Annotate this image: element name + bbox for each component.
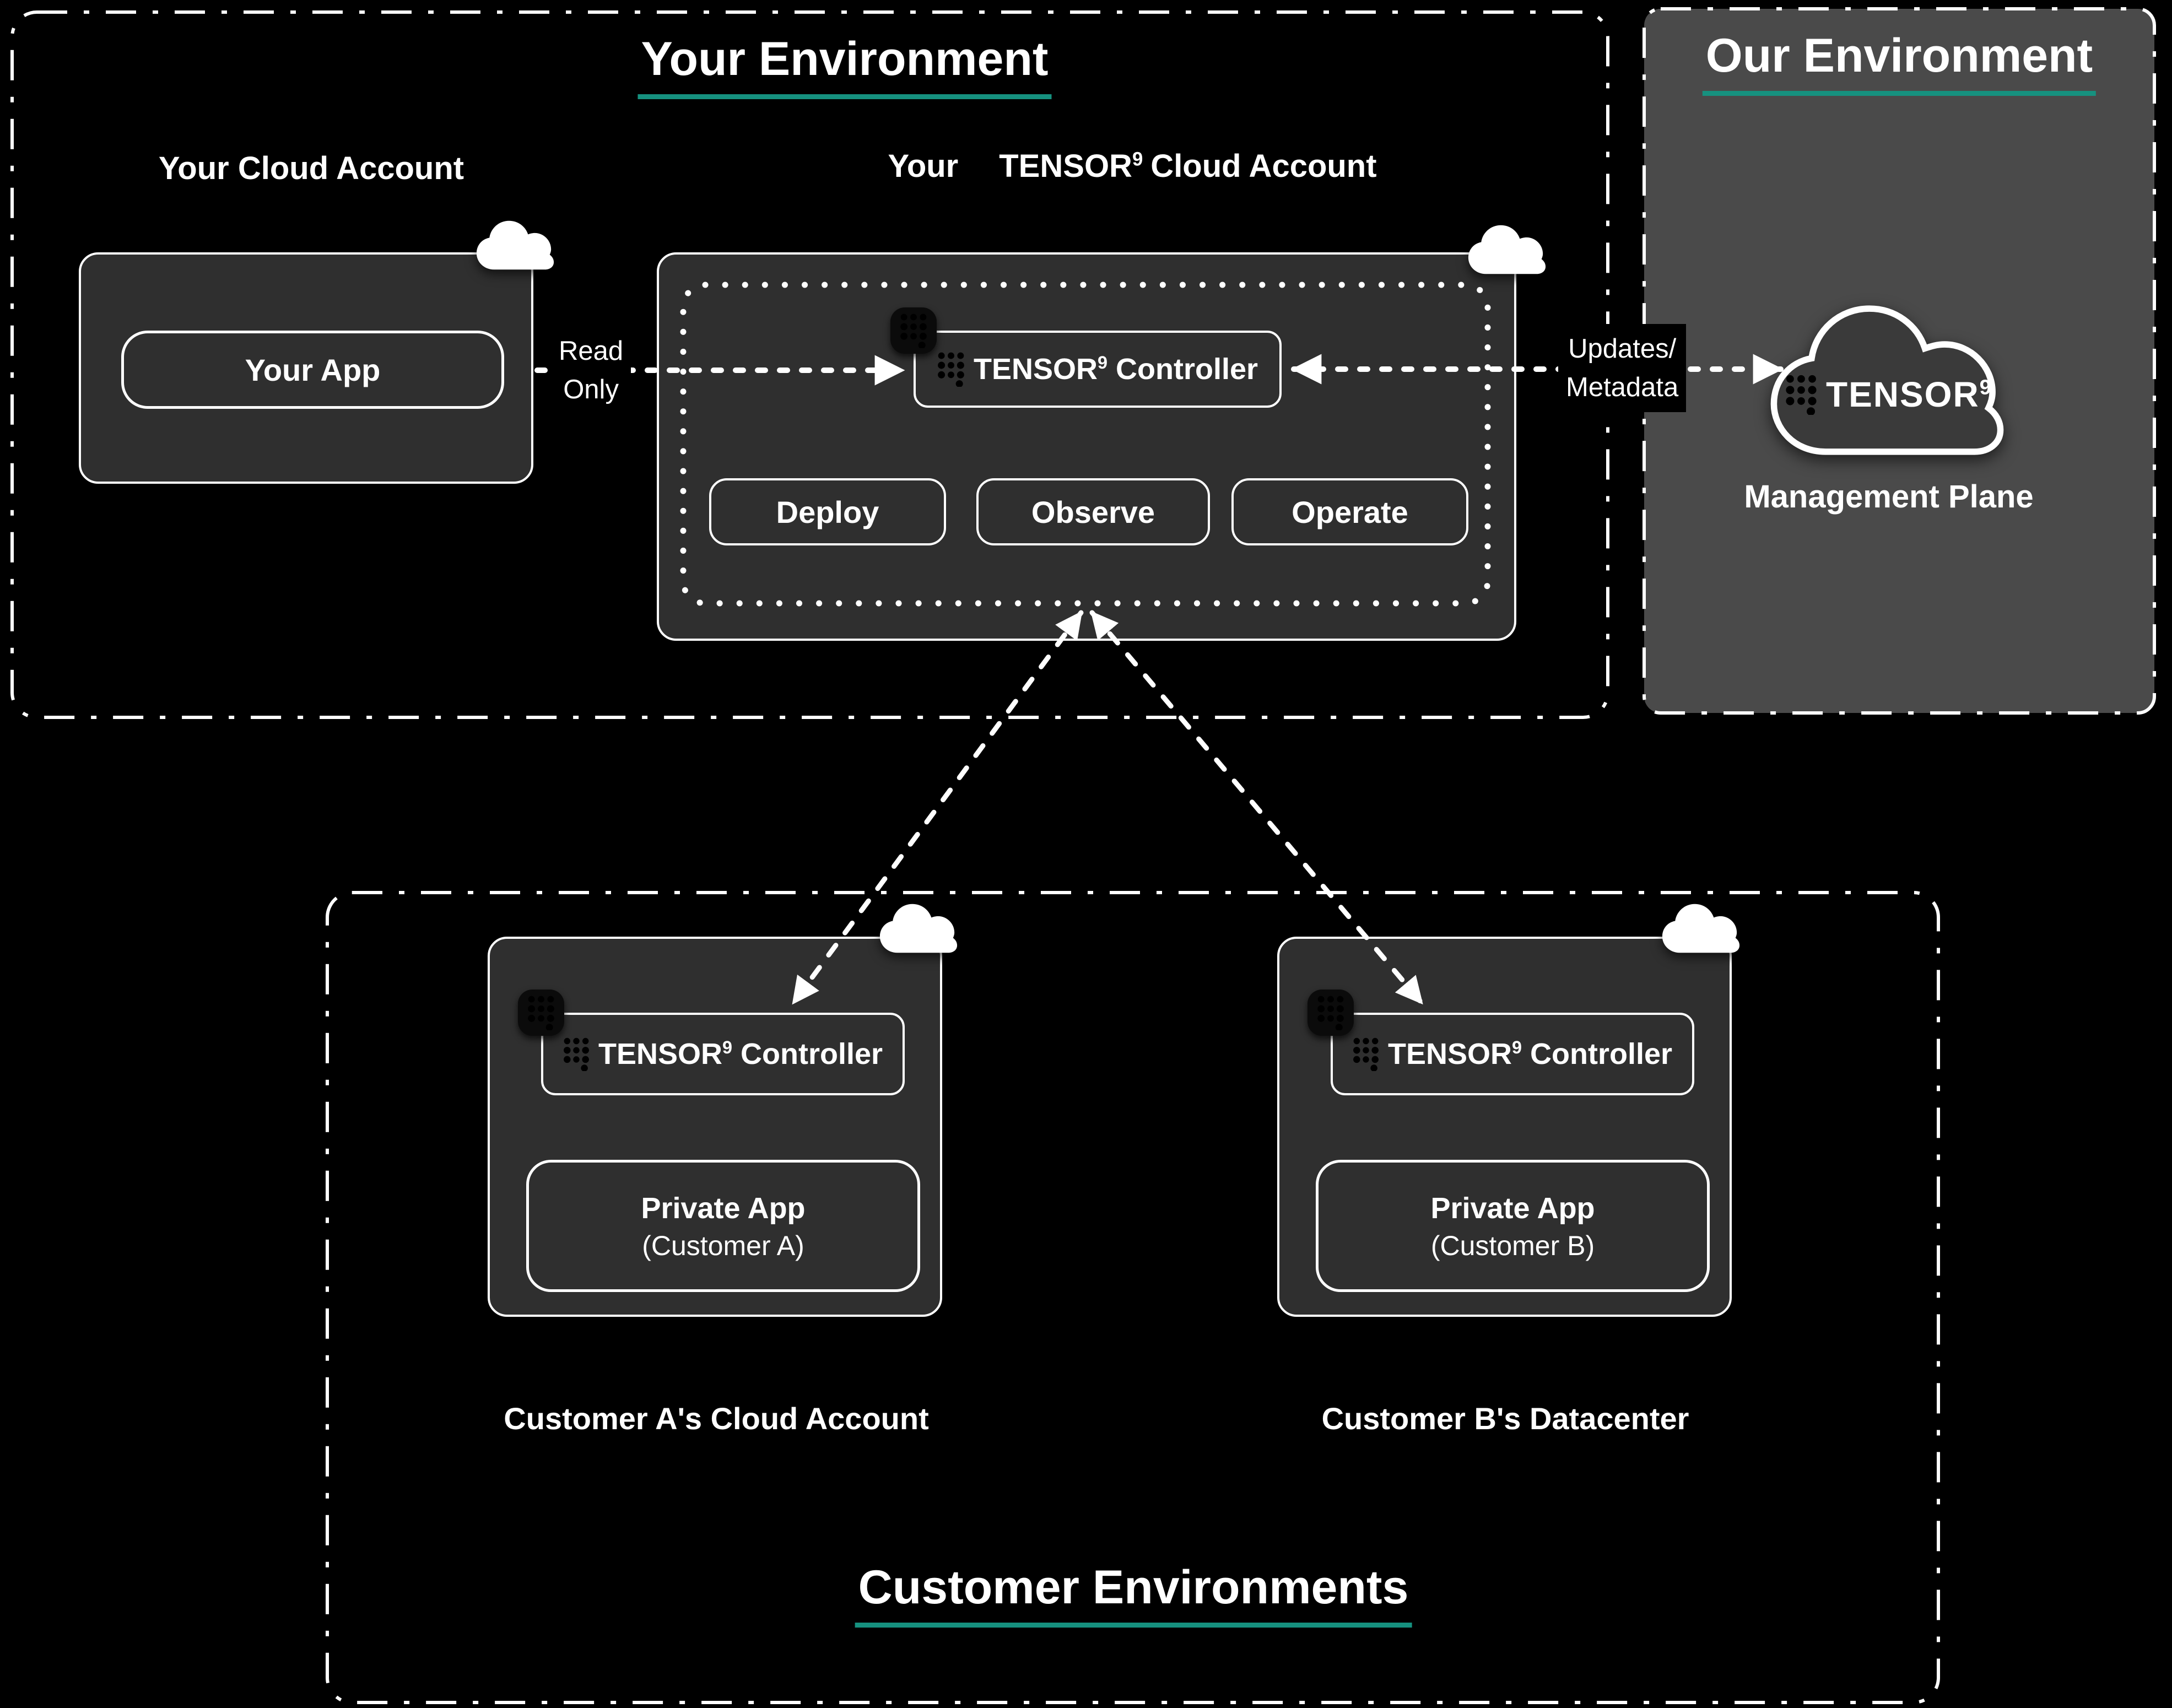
tensor9-mark-icon bbox=[966, 150, 991, 183]
tensor-controller-label: TENSOR9 Controller bbox=[598, 1037, 883, 1071]
your-app-label: Your App bbox=[245, 352, 381, 387]
management-plane-caption: Management Plane bbox=[1744, 479, 2034, 515]
tensor-controller-label: TENSOR9 Controller bbox=[973, 353, 1258, 386]
tensor9-mark-icon bbox=[1353, 1037, 1379, 1071]
operate-node: Operate bbox=[1231, 478, 1468, 545]
private-app-subtitle: (Customer B) bbox=[1430, 1230, 1595, 1261]
observe-label: Observe bbox=[1031, 494, 1155, 529]
our-environment-title: Our Environment bbox=[1702, 29, 2097, 96]
your-cloud-account-header: Your Cloud Account bbox=[158, 150, 464, 186]
tensor9-wordmark: TENSOR9 bbox=[999, 148, 1143, 184]
tensor-controller-label: TENSOR9 Controller bbox=[1387, 1037, 1673, 1071]
cloud-icon bbox=[1660, 900, 1742, 957]
tensor9-mark-icon bbox=[1785, 374, 1817, 415]
tensor-controller-box-customer-a: TENSOR9 Controller bbox=[541, 1013, 905, 1095]
management-plane-logo: TENSOR9 bbox=[1785, 374, 1992, 415]
cloud-icon bbox=[877, 900, 960, 957]
tensor-controller-box-central: TENSOR9 Controller bbox=[914, 331, 1282, 408]
deploy-label: Deploy bbox=[776, 494, 879, 529]
your-environment-title: Your Environment bbox=[637, 32, 1052, 99]
tensor9-badge-icon bbox=[518, 990, 564, 1036]
private-app-title: Private App bbox=[641, 1192, 806, 1225]
tensor9-mark-icon bbox=[563, 1037, 590, 1071]
customer-a-caption: Customer A's Cloud Account bbox=[504, 1401, 929, 1436]
tensor-cloud-account-header: Your TENSOR9 Cloud Account bbox=[888, 148, 1377, 184]
tensor9-badge-icon bbox=[1307, 990, 1354, 1036]
tensor9-mark-icon bbox=[937, 352, 965, 387]
cloud-icon bbox=[1466, 221, 1548, 278]
read-only-label: Read Only bbox=[551, 326, 631, 414]
private-app-box-customer-a: Private App (Customer A) bbox=[526, 1160, 920, 1292]
tensor-cloud-account-box bbox=[657, 252, 1516, 641]
customer-environments-title: Customer Environments bbox=[855, 1560, 1412, 1628]
customer-b-caption: Customer B's Datacenter bbox=[1321, 1401, 1689, 1436]
private-app-box-customer-b: Private App (Customer B) bbox=[1316, 1160, 1710, 1292]
private-app-subtitle: (Customer A) bbox=[642, 1230, 804, 1261]
deploy-node: Deploy bbox=[709, 478, 946, 545]
operate-label: Operate bbox=[1292, 494, 1408, 529]
private-app-title: Private App bbox=[1430, 1192, 1595, 1225]
tensor9-badge-icon bbox=[890, 307, 937, 354]
your-app-box: Your App bbox=[121, 331, 504, 409]
cloud-icon bbox=[474, 217, 556, 274]
observe-node: Observe bbox=[976, 478, 1210, 545]
updates-metadata-label: Updates/ Metadata bbox=[1558, 324, 1687, 412]
tensor9-wordmark: TENSOR9 bbox=[1825, 375, 1993, 414]
tensor-controller-box-customer-b: TENSOR9 Controller bbox=[1331, 1013, 1694, 1095]
